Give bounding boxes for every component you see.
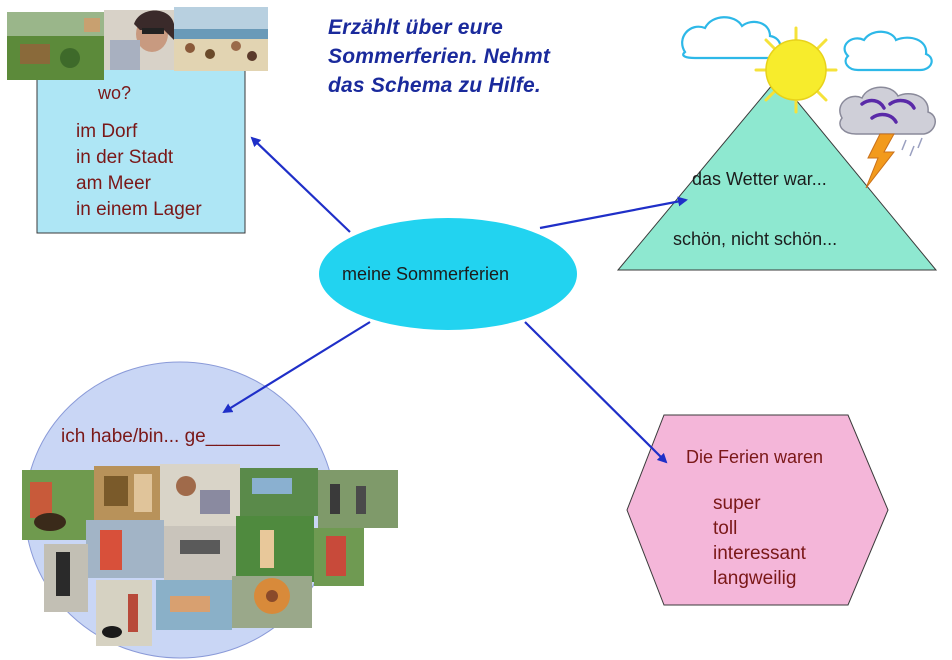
where-item: am Meer: [76, 173, 151, 194]
vacation-item: interessant: [713, 543, 806, 564]
weather-line-1: das Wetter war...: [692, 169, 827, 189]
storm-cloud-icon: [839, 86, 936, 189]
title-line-1: Erzählt über eure: [328, 16, 503, 39]
where-item: in einem Lager: [76, 199, 202, 220]
vacation-hexagon: [626, 414, 889, 606]
vacation-heading: Die Ferien waren: [686, 447, 824, 467]
where-item: im Dorf: [76, 121, 138, 142]
vacation-item: langweilig: [713, 568, 797, 589]
where-box: [36, 51, 246, 234]
activity-label: ich habe/bin... ge_______: [61, 426, 280, 447]
where-item: in der Stadt: [76, 147, 174, 168]
cloud-icon: [681, 16, 782, 60]
title-line-2: Sommerferien. Nehmt: [328, 45, 551, 68]
vacation-item: super: [713, 493, 761, 514]
cloud-icon: [843, 30, 933, 72]
arrow-to-where: [250, 136, 351, 233]
landscape-photo: [7, 12, 104, 80]
activity-photo-collage: [22, 464, 398, 646]
vacation-item: toll: [713, 518, 738, 539]
where-heading: wo?: [98, 83, 132, 103]
center-label: meine Sommerferien: [342, 264, 510, 284]
beach-photo: [174, 7, 268, 71]
sun-icon: [754, 26, 838, 114]
weather-line-2: schön, nicht schön...: [673, 229, 838, 249]
arrow-to-weather: [539, 196, 688, 230]
weather-triangle: [616, 77, 938, 271]
portrait-photo: [104, 10, 174, 70]
arrow-to-vacation: [524, 321, 668, 464]
center-ellipse: [317, 216, 579, 332]
arrow-to-activity: [222, 321, 371, 414]
title-line-3: das Schema zu Hilfe.: [328, 74, 541, 97]
